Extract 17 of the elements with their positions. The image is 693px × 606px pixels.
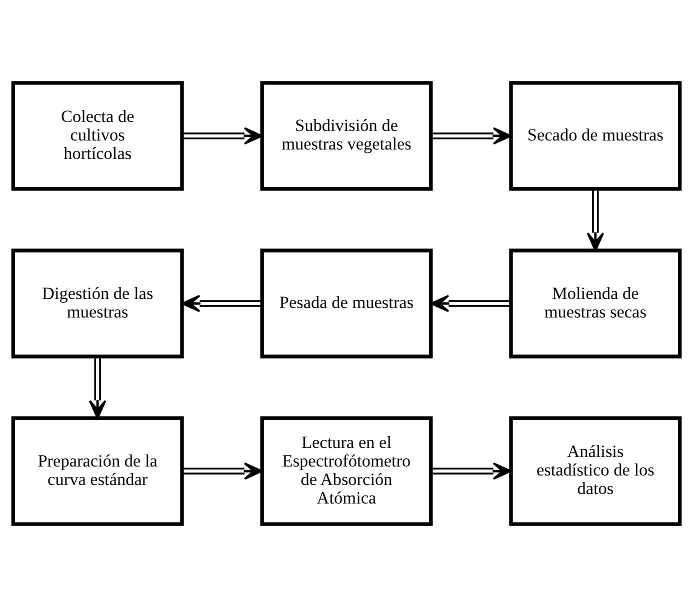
node-box: Preparación de la curva estándar	[11, 416, 184, 526]
arrow	[586, 188, 604, 251]
node-box: Colecta de cultivos hortícolas	[11, 80, 184, 190]
node-box: Pesada de muestras	[260, 248, 433, 358]
node-box: Lectura en el Espectrofótometro de Absorción Atómica	[260, 416, 433, 526]
node-box: Molienda de muestras secas	[509, 248, 682, 358]
arrow	[181, 294, 262, 312]
arrow	[88, 356, 106, 418]
arrow	[182, 126, 263, 144]
arrow	[430, 294, 511, 312]
arrow	[431, 126, 512, 144]
node-box: Digestión de las muestras	[11, 248, 184, 358]
node-box: Análisis estadístico de los datos	[509, 416, 682, 526]
arrow	[182, 462, 263, 480]
node-box: Subdivisión de muestras vegetales	[260, 80, 433, 190]
arrow	[431, 462, 512, 480]
node-box: Secado de muestras	[509, 80, 682, 190]
